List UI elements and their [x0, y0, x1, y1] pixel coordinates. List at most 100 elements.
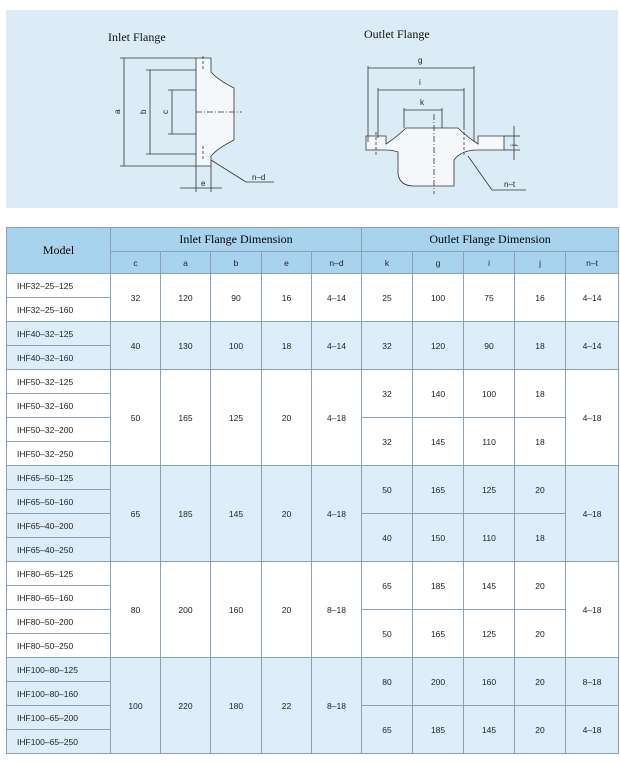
inlet-b-cell: 90: [210, 273, 262, 322]
model-cell: IHF40–32–125: [6, 321, 111, 346]
model-cell: IHF100–65–200: [6, 705, 111, 730]
model-cell: IHF100–80–125: [6, 657, 111, 682]
outlet-nt-cell: 8–18: [565, 657, 620, 706]
outlet-g-cell: 185: [412, 705, 465, 754]
flange-diagram-panel: Inlet Flange a b c e n–d Outlet Fl: [6, 10, 618, 208]
outlet-label-g: g: [418, 56, 422, 65]
outlet-j-cell: 18: [514, 417, 567, 466]
model-cell: IHF50–32–125: [6, 369, 111, 394]
model-cell: IHF80–65–160: [6, 585, 111, 610]
outlet-g-cell: 165: [412, 465, 465, 514]
outlet-g-cell: 120: [412, 321, 465, 370]
inlet-c-cell: 32: [110, 273, 161, 322]
outlet-g-cell: 165: [412, 609, 465, 658]
model-cell: IHF50–32–200: [6, 417, 111, 442]
model-cell: IHF50–32–250: [6, 441, 111, 466]
outlet-nt-cell: 4–14: [565, 321, 620, 370]
inlet-b-cell: 160: [210, 561, 262, 658]
model-cell: IHF65–40–200: [6, 513, 111, 538]
inlet-nd-cell: 4–14: [310, 273, 363, 322]
inlet-nd-cell: 4–14: [310, 321, 363, 370]
column-header-3: b: [210, 251, 262, 274]
inlet-label-b: b: [139, 109, 148, 114]
table-row: IHF40–32–160: [6, 345, 619, 370]
column-header-1: c: [110, 251, 161, 274]
inlet-b-cell: 180: [210, 657, 262, 754]
model-cell: IHF65–50–125: [6, 465, 111, 490]
model-cell: IHF80–65–125: [6, 561, 111, 586]
inlet-b-cell: 145: [210, 465, 262, 562]
outlet-i-cell: 160: [463, 657, 516, 706]
model-cell: IHF80–50–250: [6, 633, 111, 658]
inlet-b-cell: 100: [210, 321, 262, 370]
outlet-g-cell: 200: [412, 657, 465, 706]
outlet-i-cell: 145: [463, 705, 516, 754]
outlet-flange-drawing: [365, 66, 526, 194]
outlet-k-cell: 65: [361, 705, 414, 754]
inlet-label-c: c: [161, 110, 170, 114]
column-header-5: n–d: [310, 251, 363, 274]
inlet-c-cell: 100: [110, 657, 161, 754]
outlet-i-cell: 110: [463, 513, 516, 562]
inlet-e-cell: 20: [261, 465, 312, 562]
outlet-i-cell: 125: [463, 465, 516, 514]
outlet-nt-cell: 4–18: [565, 705, 620, 754]
flange-diagrams: Inlet Flange a b c e n–d Outlet Fl: [108, 27, 526, 194]
inlet-b-cell: 125: [210, 369, 262, 466]
outlet-j-cell: 18: [514, 513, 567, 562]
table-row: IHF50–32–160: [6, 393, 619, 418]
column-header-2: a: [160, 251, 211, 274]
inlet-a-cell: 200: [160, 561, 211, 658]
column-header-7: g: [412, 251, 465, 274]
outlet-i-cell: 125: [463, 609, 516, 658]
inlet-dimension-header: Inlet Flange Dimension: [109, 227, 363, 252]
outlet-nt-cell: 4–18: [565, 465, 620, 562]
outlet-k-cell: 65: [361, 561, 414, 610]
outlet-label-j: j: [509, 144, 518, 147]
outlet-g-cell: 140: [412, 369, 465, 418]
model-cell: IHF100–80–160: [6, 681, 111, 706]
model-cell: IHF65–50–160: [6, 489, 111, 514]
outlet-g-cell: 145: [412, 417, 465, 466]
outlet-i-cell: 100: [463, 369, 516, 418]
column-header-9: j: [514, 251, 567, 274]
outlet-k-cell: 80: [361, 657, 414, 706]
outlet-nt-cell: 4–18: [565, 561, 620, 658]
inlet-c-cell: 50: [110, 369, 161, 466]
outlet-nt-cell: 4–18: [565, 369, 620, 466]
inlet-nd-cell: 8–18: [310, 561, 363, 658]
inlet-e-cell: 20: [261, 369, 312, 466]
inlet-label-a: a: [113, 109, 122, 114]
outlet-j-cell: 18: [514, 321, 567, 370]
outlet-i-cell: 110: [463, 417, 516, 466]
outlet-k-cell: 32: [361, 417, 414, 466]
inlet-c-cell: 65: [110, 465, 161, 562]
inlet-flange-title: Inlet Flange: [108, 30, 166, 44]
outlet-label-nt: n–t: [504, 180, 516, 189]
model-cell: IHF32–25–160: [6, 297, 111, 322]
inlet-nd-cell: 4–18: [310, 465, 363, 562]
model-cell: IHF100–65–250: [6, 729, 111, 754]
outlet-i-cell: 145: [463, 561, 516, 610]
outlet-k-cell: 25: [361, 273, 414, 322]
outlet-j-cell: 20: [514, 561, 567, 610]
inlet-nd-cell: 4–18: [310, 369, 363, 466]
flange-dimension-table: Model Inlet Flange Dimension Outlet Flan…: [6, 227, 620, 754]
outlet-j-cell: 20: [514, 465, 567, 514]
model-cell: IHF40–32–160: [6, 345, 111, 370]
outlet-dimension-header: Outlet Flange Dimension: [361, 227, 620, 252]
outlet-k-cell: 50: [361, 465, 414, 514]
inlet-c-cell: 80: [110, 561, 161, 658]
outlet-nt-cell: 4–14: [565, 273, 620, 322]
model-cell: IHF50–32–160: [6, 393, 111, 418]
model-header: Model: [6, 227, 111, 274]
inlet-nd-cell: 8–18: [310, 657, 363, 754]
